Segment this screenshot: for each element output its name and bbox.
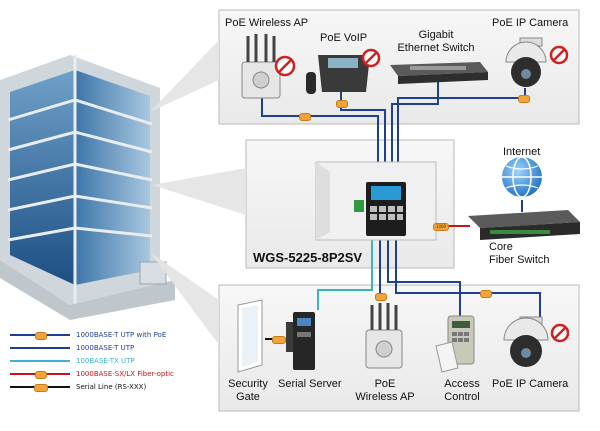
label-core-fiber-switch: Core Fiber Switch: [489, 241, 550, 267]
label-access-control-line1: Access: [444, 378, 480, 390]
label-gigabit-switch: Gigabit Ethernet Switch: [396, 29, 476, 55]
label-security-gate: Security Gate: [222, 378, 274, 404]
label-poe-wireless-ap-bottom: PoE Wireless AP: [352, 378, 418, 404]
poe-badge: [299, 113, 311, 121]
label-core-line2: Fiber Switch: [489, 254, 550, 266]
wgs-5225-switch-icon: [354, 182, 406, 236]
model-label: WGS-5225-8P2SV: [253, 250, 363, 265]
poe-badge: [480, 290, 492, 298]
no-power-icon: [274, 55, 296, 77]
label-internet: Internet: [503, 146, 541, 158]
label-poe-wireless-ap-line1: PoE: [374, 378, 396, 390]
serial-badge: [272, 336, 286, 344]
ethernet-switch-icon: [390, 62, 488, 84]
legend-swatch: [10, 360, 70, 362]
label-poe-wireless-ap: PoE Wireless AP: [225, 17, 309, 29]
ip-camera-icon: [505, 37, 547, 87]
label-security-gate-line1: Security: [228, 378, 268, 390]
voip-phone-icon: [306, 55, 370, 94]
legend-label: Serial Line (RS-XXX): [76, 383, 147, 391]
core-fiber-switch-icon: [468, 210, 580, 240]
label-access-control: Access Control: [437, 378, 487, 404]
label-access-control-line2: Control: [444, 391, 480, 403]
security-gate-icon: [237, 299, 263, 373]
legend-label: 1000BASE-T UTP: [76, 344, 135, 352]
office-building: [0, 55, 175, 320]
wireless-ap-icon: [241, 34, 281, 99]
poe-badge: [375, 293, 387, 301]
no-power-icon: [549, 45, 569, 65]
legend-badge: [35, 371, 47, 379]
label-gigabit-switch-line1: Gigabit: [418, 29, 454, 41]
fiber-badge: 1000: [433, 223, 449, 231]
label-poe-ip-camera-top: PoE IP Camera: [492, 17, 569, 29]
no-power-icon: [550, 323, 570, 343]
poe-badge: [336, 100, 348, 108]
label-poe-wireless-ap-line2: Wireless AP: [355, 391, 415, 403]
no-power-icon: [361, 48, 381, 68]
legend-label: 1000BASE-T UTP with PoE: [76, 331, 167, 339]
label-gigabit-switch-line2: Ethernet Switch: [397, 42, 475, 54]
access-control-icon: [435, 315, 475, 373]
internet-globe-icon: [502, 156, 542, 198]
label-serial-server: Serial Server: [278, 378, 342, 390]
wireless-ap-icon: [365, 303, 403, 369]
legend-badge: [34, 384, 48, 392]
legend-swatch: [10, 347, 70, 349]
serial-server-icon: [286, 312, 315, 370]
poe-badge: [518, 95, 530, 103]
legend-badge: [35, 332, 47, 340]
ip-camera-icon: [503, 316, 549, 367]
legend-label: 100BASE-TX UTP: [76, 357, 135, 365]
label-core-line1: Core: [489, 241, 513, 253]
label-security-gate-line2: Gate: [236, 391, 260, 403]
label-poe-ip-camera-bottom: PoE IP Camera: [492, 378, 569, 390]
legend-label: 1000BASE-SX/LX Fiber-optic: [76, 370, 174, 378]
label-poe-voip: PoE VoIP: [320, 32, 368, 44]
